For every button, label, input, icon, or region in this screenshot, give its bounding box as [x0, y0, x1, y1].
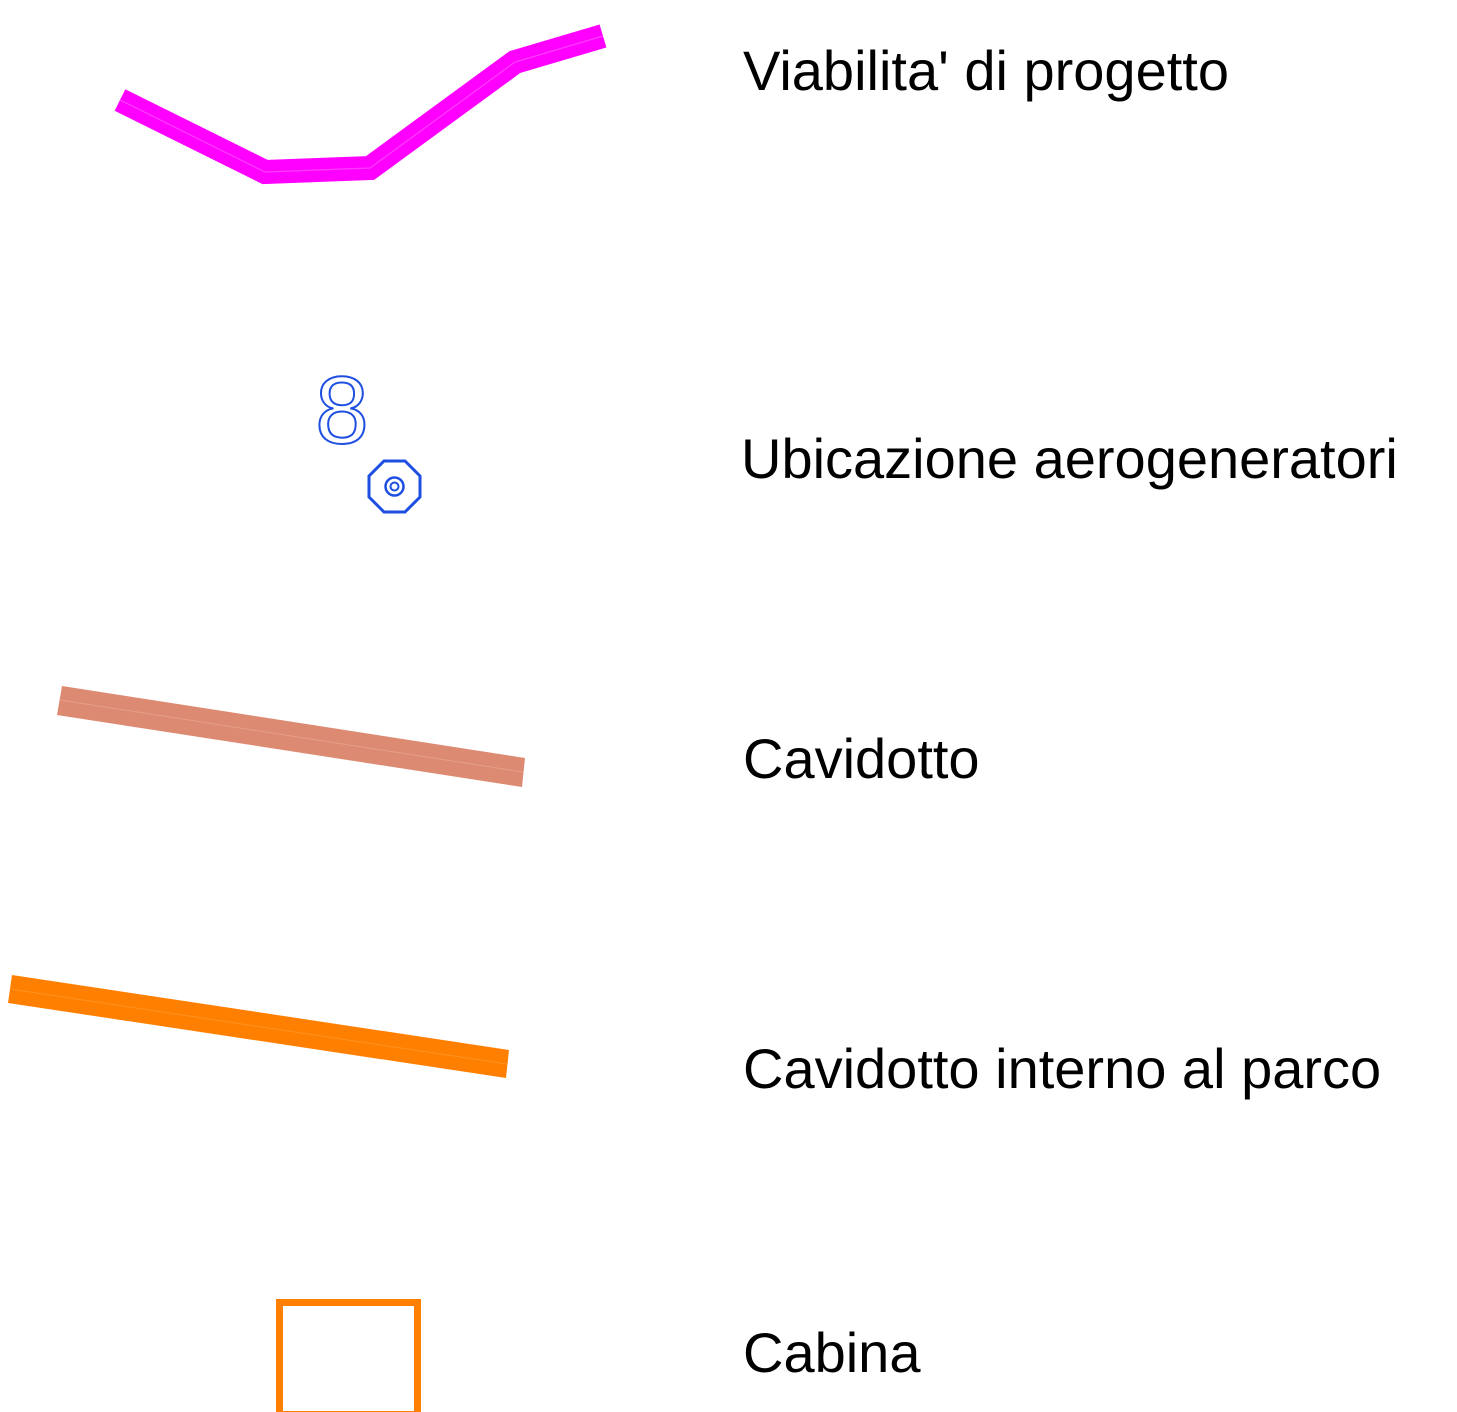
legend-item-aerogeneratori: 8 Ubicazione aerogeneratori [314, 356, 1398, 514]
magenta-road-line-icon [114, 24, 607, 185]
legend-item-cavidotto: Cavidotto [57, 686, 980, 790]
legend-item-viabilita: Viabilita' di progetto [114, 24, 1229, 185]
orange-cable-line-icon [8, 975, 509, 1078]
legend-label-aerogeneratori: Ubicazione aerogeneratori [741, 427, 1398, 490]
salmon-cable-line-icon [57, 686, 525, 787]
legend-label-cavidotto-interno: Cavidotto interno al parco [743, 1037, 1381, 1100]
legend-item-cabina: Cabina [276, 1299, 921, 1412]
legend-label-viabilita: Viabilita' di progetto [743, 39, 1229, 102]
turbine-number-label: 8 [315, 357, 368, 464]
legend-label-cavidotto: Cavidotto [743, 727, 980, 790]
legend-label-cabina: Cabina [743, 1321, 921, 1384]
legend-item-cavidotto-interno: Cavidotto interno al parco [8, 975, 1381, 1100]
wind-turbine-marker-icon [367, 459, 422, 514]
cabin-square-icon [276, 1299, 421, 1412]
